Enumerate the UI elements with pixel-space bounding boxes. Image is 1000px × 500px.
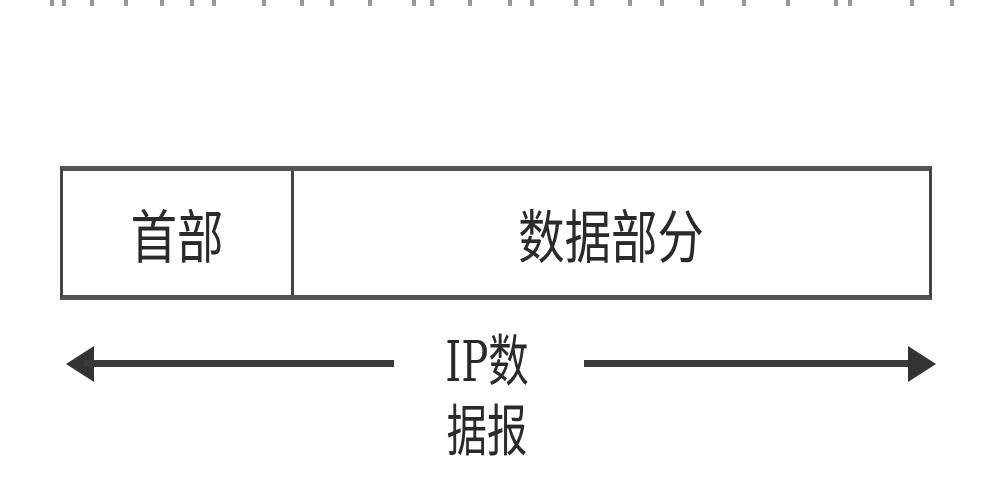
arrow-line-left	[84, 360, 394, 367]
arrow-right-icon	[908, 346, 936, 382]
data-field: 数据部分	[294, 171, 929, 295]
header-field: 首部	[63, 171, 294, 295]
data-field-label: 数据部分	[518, 204, 705, 272]
arrow-line-right	[584, 360, 914, 367]
span-label: IP数据报	[402, 328, 572, 468]
cropped-text-fragments	[0, 0, 1000, 8]
span-label-text: IP数据报	[445, 330, 529, 465]
span-arrow: IP数据报	[66, 330, 936, 465]
ip-datagram-box: 首部 数据部分	[60, 166, 932, 300]
header-field-label: 首部	[130, 204, 224, 272]
